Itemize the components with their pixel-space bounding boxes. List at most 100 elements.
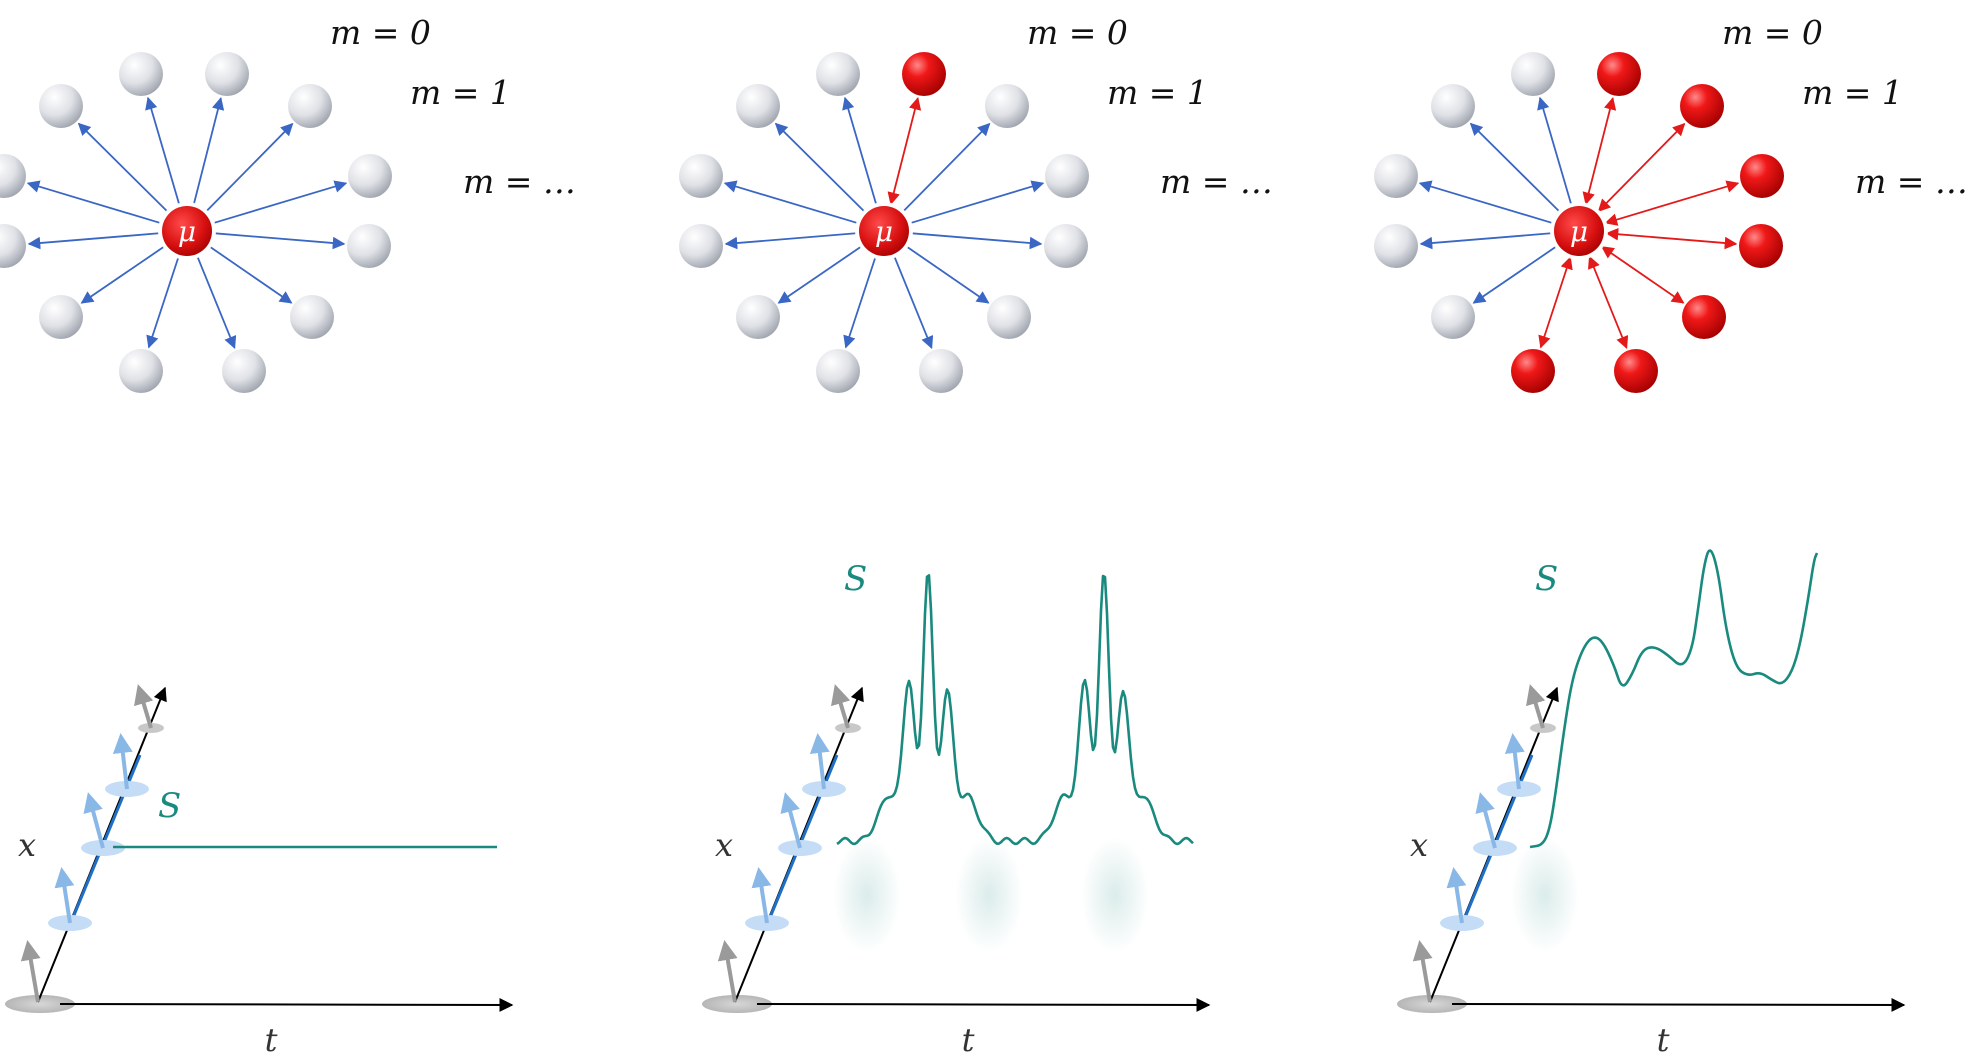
interaction-star: μ — [0, 52, 392, 393]
nucleus-ball — [1045, 154, 1089, 198]
m-label-1: m = 1 — [1107, 73, 1208, 112]
signal-shadow — [1511, 837, 1579, 953]
nucleus-ball — [119, 349, 163, 393]
nucleus-ball-entangled — [902, 52, 946, 96]
nucleus-ball — [39, 84, 83, 128]
coupling-arrow — [902, 122, 991, 212]
spin-arrow-icon — [112, 733, 133, 790]
interaction-star: μ — [1374, 52, 1784, 393]
signal-shadow — [1081, 837, 1149, 953]
spin-arrow-icon — [1504, 733, 1525, 790]
spin-arrow-icon — [831, 684, 851, 729]
spin-arrow-icon — [780, 792, 802, 849]
muon-label: μ — [875, 215, 893, 248]
origin-disk — [1397, 995, 1467, 1013]
coupling-arrow — [205, 122, 294, 212]
nucleus-ball-entangled — [1739, 224, 1783, 268]
m-label-0: m = 0 — [330, 13, 431, 52]
signal-shadow — [955, 837, 1023, 953]
nucleus-ball-entangled — [1511, 349, 1555, 393]
m-label-1: m = 1 — [410, 73, 511, 112]
muon-ball — [859, 206, 909, 256]
panel-right: μ m = 0 m = 1 m = … x t S — [1374, 13, 1968, 1057]
coupling-arrow-bidirectional — [1587, 255, 1629, 350]
x-axis-label: x — [18, 826, 36, 864]
coupling-arrow — [196, 256, 237, 350]
coupling-arrow — [1472, 246, 1557, 304]
coupling-arrow — [777, 246, 862, 304]
coupling-arrow — [893, 256, 934, 350]
nucleus-ball — [0, 154, 26, 198]
signal-label: S — [1535, 559, 1558, 599]
coupling-arrow — [911, 232, 1043, 250]
nucleus-ball-entangled — [1614, 349, 1658, 393]
origin-disk — [702, 995, 772, 1013]
coupling-arrow — [80, 246, 165, 304]
nucleus-ball — [1431, 84, 1475, 128]
nucleus-ball — [348, 154, 392, 198]
x-axis-highlight — [767, 754, 839, 921]
nucleus-ball-entangled — [1680, 84, 1724, 128]
nucleus-ball — [1374, 154, 1418, 198]
nucleus-ball-entangled — [1682, 295, 1726, 339]
coupling-arrow — [774, 122, 865, 212]
t-axis-label: t — [1657, 1021, 1670, 1057]
coupling-arrow — [843, 257, 877, 349]
coupling-arrow-bidirectional — [1604, 180, 1740, 226]
spin-arrow-icon — [1412, 940, 1433, 1003]
m-label-2: m = … — [1160, 162, 1273, 201]
coupling-arrow — [145, 96, 180, 205]
coupling-arrow — [1418, 180, 1553, 224]
spin-arrow-icon — [809, 733, 830, 790]
nucleus-ball — [985, 84, 1029, 128]
t-axis — [756, 997, 1211, 1012]
nucleus-ball — [205, 52, 249, 96]
x-axis-label: x — [1410, 826, 1428, 864]
coupling-arrow — [1419, 232, 1552, 250]
coupling-arrow — [146, 257, 180, 349]
m-label-2: m = … — [1855, 162, 1968, 201]
interaction-star: μ — [679, 52, 1089, 393]
nucleus-ball — [1431, 295, 1475, 339]
coupling-arrow — [27, 232, 160, 250]
nucleus-ball — [347, 224, 391, 268]
coupling-arrow-bidirectional — [1538, 256, 1573, 349]
nucleus-ball — [1511, 52, 1555, 96]
spin-arrow-icon — [83, 792, 105, 849]
panel-left: μm = 0m = 1m = …xtS — [0, 13, 576, 1057]
m-label-0: m = 0 — [1027, 13, 1128, 52]
nucleus-ball-entangled — [1740, 154, 1784, 198]
nucleus-ball — [1044, 224, 1088, 268]
m-label-1: m = 1 — [1802, 73, 1903, 112]
coupling-arrow-bidirectional — [1582, 97, 1617, 206]
muon-label: μ — [1570, 215, 1588, 248]
x-axis-label: x — [715, 826, 733, 864]
t-axis-label: t — [265, 1021, 278, 1057]
signal-label: S — [844, 559, 867, 599]
nucleus-ball — [0, 224, 26, 268]
spin-arrow-icon — [717, 940, 738, 1003]
spin-arrow-icon — [1446, 867, 1467, 924]
muon-ball — [162, 206, 212, 256]
nucleus-ball — [736, 84, 780, 128]
coupling-arrow — [1469, 122, 1560, 212]
coupling-arrow — [214, 232, 346, 250]
t-axis-label: t — [962, 1021, 975, 1057]
coupling-arrow — [723, 180, 858, 224]
nucleus-ball — [290, 295, 334, 339]
coupling-arrow-bidirectional — [1597, 122, 1686, 212]
origin-disk — [5, 995, 75, 1013]
t-axis — [1451, 997, 1906, 1012]
nucleus-ball — [816, 349, 860, 393]
coupling-arrow-bidirectional — [1601, 246, 1685, 304]
nucleus-ball — [39, 295, 83, 339]
m-label-0: m = 0 — [1722, 13, 1823, 52]
nucleus-ball — [736, 295, 780, 339]
nucleus-ball — [119, 52, 163, 96]
nucleus-ball — [222, 349, 266, 393]
panel-middle: μ m = 0 m = 1 m = … x t S — [679, 13, 1273, 1057]
coupling-arrow — [910, 180, 1045, 224]
spin-arrow-icon — [134, 684, 154, 729]
coupling-arrow — [209, 246, 293, 304]
